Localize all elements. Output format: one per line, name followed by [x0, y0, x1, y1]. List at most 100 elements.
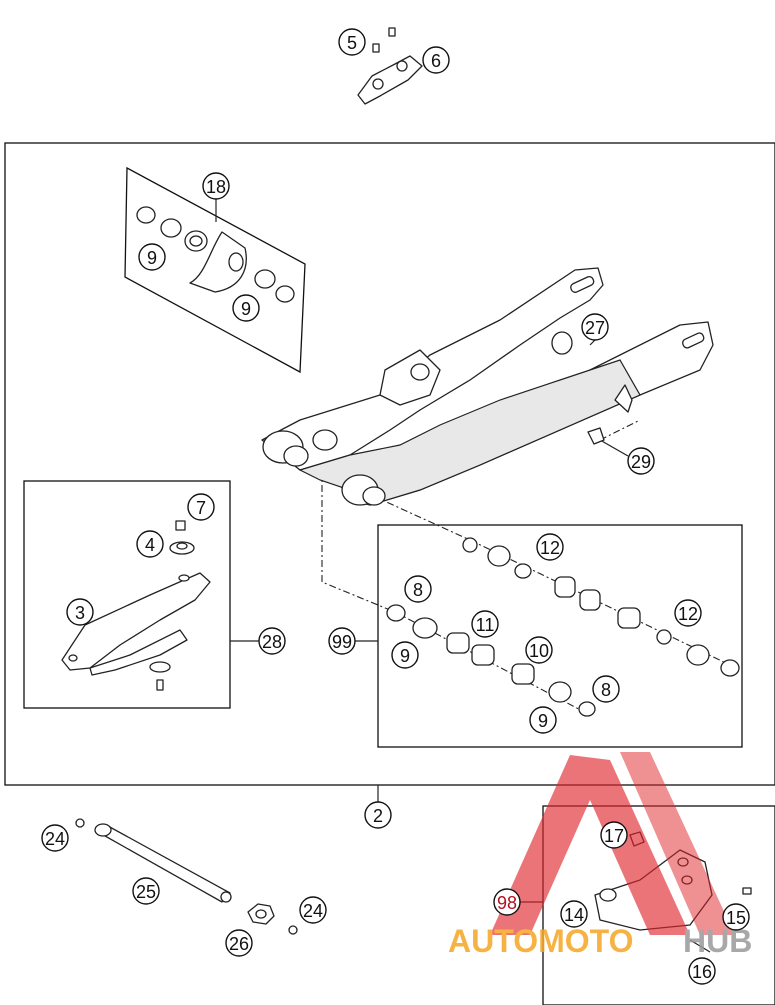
callout-circle — [132, 877, 160, 905]
callout-number: 26 — [229, 934, 249, 954]
callout-24: 24 — [41, 824, 69, 852]
callout-15: 15 — [722, 903, 750, 931]
callout-18: 18 — [202, 172, 230, 200]
watermark-brand-part1: AUTOMOTO — [448, 923, 633, 959]
callout-2: 2 — [364, 801, 392, 829]
callout-24: 24 — [299, 896, 327, 924]
callout-number: 9 — [538, 711, 548, 731]
callout-number: 18 — [206, 177, 226, 197]
callout-number: 5 — [347, 33, 357, 53]
callout-number: 9 — [147, 248, 157, 268]
callout-circle — [66, 598, 94, 626]
callout-6: 6 — [422, 46, 450, 74]
callout-number: 14 — [564, 905, 584, 925]
callout-number: 99 — [332, 632, 352, 652]
callout-number: 10 — [529, 641, 549, 661]
callout-circle — [688, 957, 716, 985]
chain-guard-part-6 — [357, 27, 423, 105]
callout-circle — [592, 675, 620, 703]
watermark-triangle-logo — [490, 755, 690, 935]
callout-circle — [404, 575, 432, 603]
callout-26: 26 — [225, 929, 253, 957]
callout-number: 12 — [678, 604, 698, 624]
callout-10: 10 — [525, 636, 553, 664]
automotohub-watermark: AUTOMOTO HUB — [448, 752, 752, 959]
callout-circle — [138, 243, 166, 271]
callout-11: 11 — [471, 610, 499, 638]
callout-5: 5 — [338, 28, 366, 56]
callout-99: 99 — [328, 627, 356, 655]
callout-circle — [338, 28, 366, 56]
main-assembly-frame — [4, 142, 775, 786]
callout-number: 98 — [497, 893, 517, 913]
callout-circle — [258, 627, 286, 655]
callout-9: 9 — [529, 706, 557, 734]
callout-circle — [525, 636, 553, 664]
callout-circle — [722, 903, 750, 931]
callout-circle — [422, 46, 450, 74]
callout-circle — [471, 610, 499, 638]
callout-circle — [391, 641, 419, 669]
callout-number: 7 — [196, 498, 206, 518]
callout-number: 9 — [400, 646, 410, 666]
callout-number: 2 — [373, 806, 383, 826]
callout-number: 16 — [692, 962, 712, 982]
callout-circle — [600, 821, 628, 849]
callout-7: 7 — [187, 493, 215, 521]
callout-circle — [202, 172, 230, 200]
callout-circle — [187, 493, 215, 521]
callout-circle — [581, 313, 609, 341]
callout-27: 27 — [581, 313, 609, 341]
callout-circle — [299, 896, 327, 924]
callout-4: 4 — [136, 530, 164, 558]
callout-9: 9 — [391, 641, 419, 669]
callout-16: 16 — [688, 957, 716, 985]
callout-number: 24 — [303, 901, 323, 921]
callout-number: 12 — [540, 538, 560, 558]
callout-25: 25 — [132, 877, 160, 905]
bearing-kit-parts — [136, 206, 295, 303]
callout-circle — [627, 447, 655, 475]
callout-circle — [41, 824, 69, 852]
callout-circle — [364, 801, 392, 829]
callout-number: 15 — [726, 908, 746, 928]
callout-28: 28 — [258, 627, 286, 655]
callout-circle — [529, 706, 557, 734]
callout-circle — [328, 627, 356, 655]
callout-circle — [560, 900, 588, 928]
callout-number: 27 — [585, 318, 605, 338]
callout-number: 8 — [601, 680, 611, 700]
swingarm-main — [261, 267, 714, 506]
bearing-kit-box-18 — [124, 166, 306, 374]
callout-number: 25 — [136, 882, 156, 902]
callout-8: 8 — [404, 575, 432, 603]
callout-circle — [225, 929, 253, 957]
callout-number: 6 — [431, 51, 441, 71]
callout-17: 17 — [600, 821, 628, 849]
callout-8: 8 — [592, 675, 620, 703]
callout-98: 98 — [493, 888, 521, 916]
callout-number: 8 — [413, 580, 423, 600]
callout-number: 9 — [241, 299, 251, 319]
callout-9: 9 — [138, 243, 166, 271]
callout-29: 29 — [627, 447, 655, 475]
watermark-triangle-logo-2 — [620, 752, 735, 935]
swingarm-axle-parts — [75, 818, 298, 935]
callout-14: 14 — [560, 900, 588, 928]
callout-number: 17 — [604, 826, 624, 846]
callout-9: 9 — [232, 294, 260, 322]
chain-slider-parts — [61, 520, 211, 691]
callout-circle — [493, 888, 521, 916]
callout-number: 29 — [631, 452, 651, 472]
callout-number: 3 — [75, 603, 85, 623]
callout-12: 12 — [674, 599, 702, 627]
callout-circle — [536, 533, 564, 561]
callout-circle — [136, 530, 164, 558]
callout-number: 28 — [262, 632, 282, 652]
callout-3: 3 — [66, 598, 94, 626]
callout-number: 4 — [145, 535, 155, 555]
pivot-bearing-box-99 — [377, 524, 743, 748]
chain-slider-box-28 — [23, 480, 231, 709]
callout-12: 12 — [536, 533, 564, 561]
